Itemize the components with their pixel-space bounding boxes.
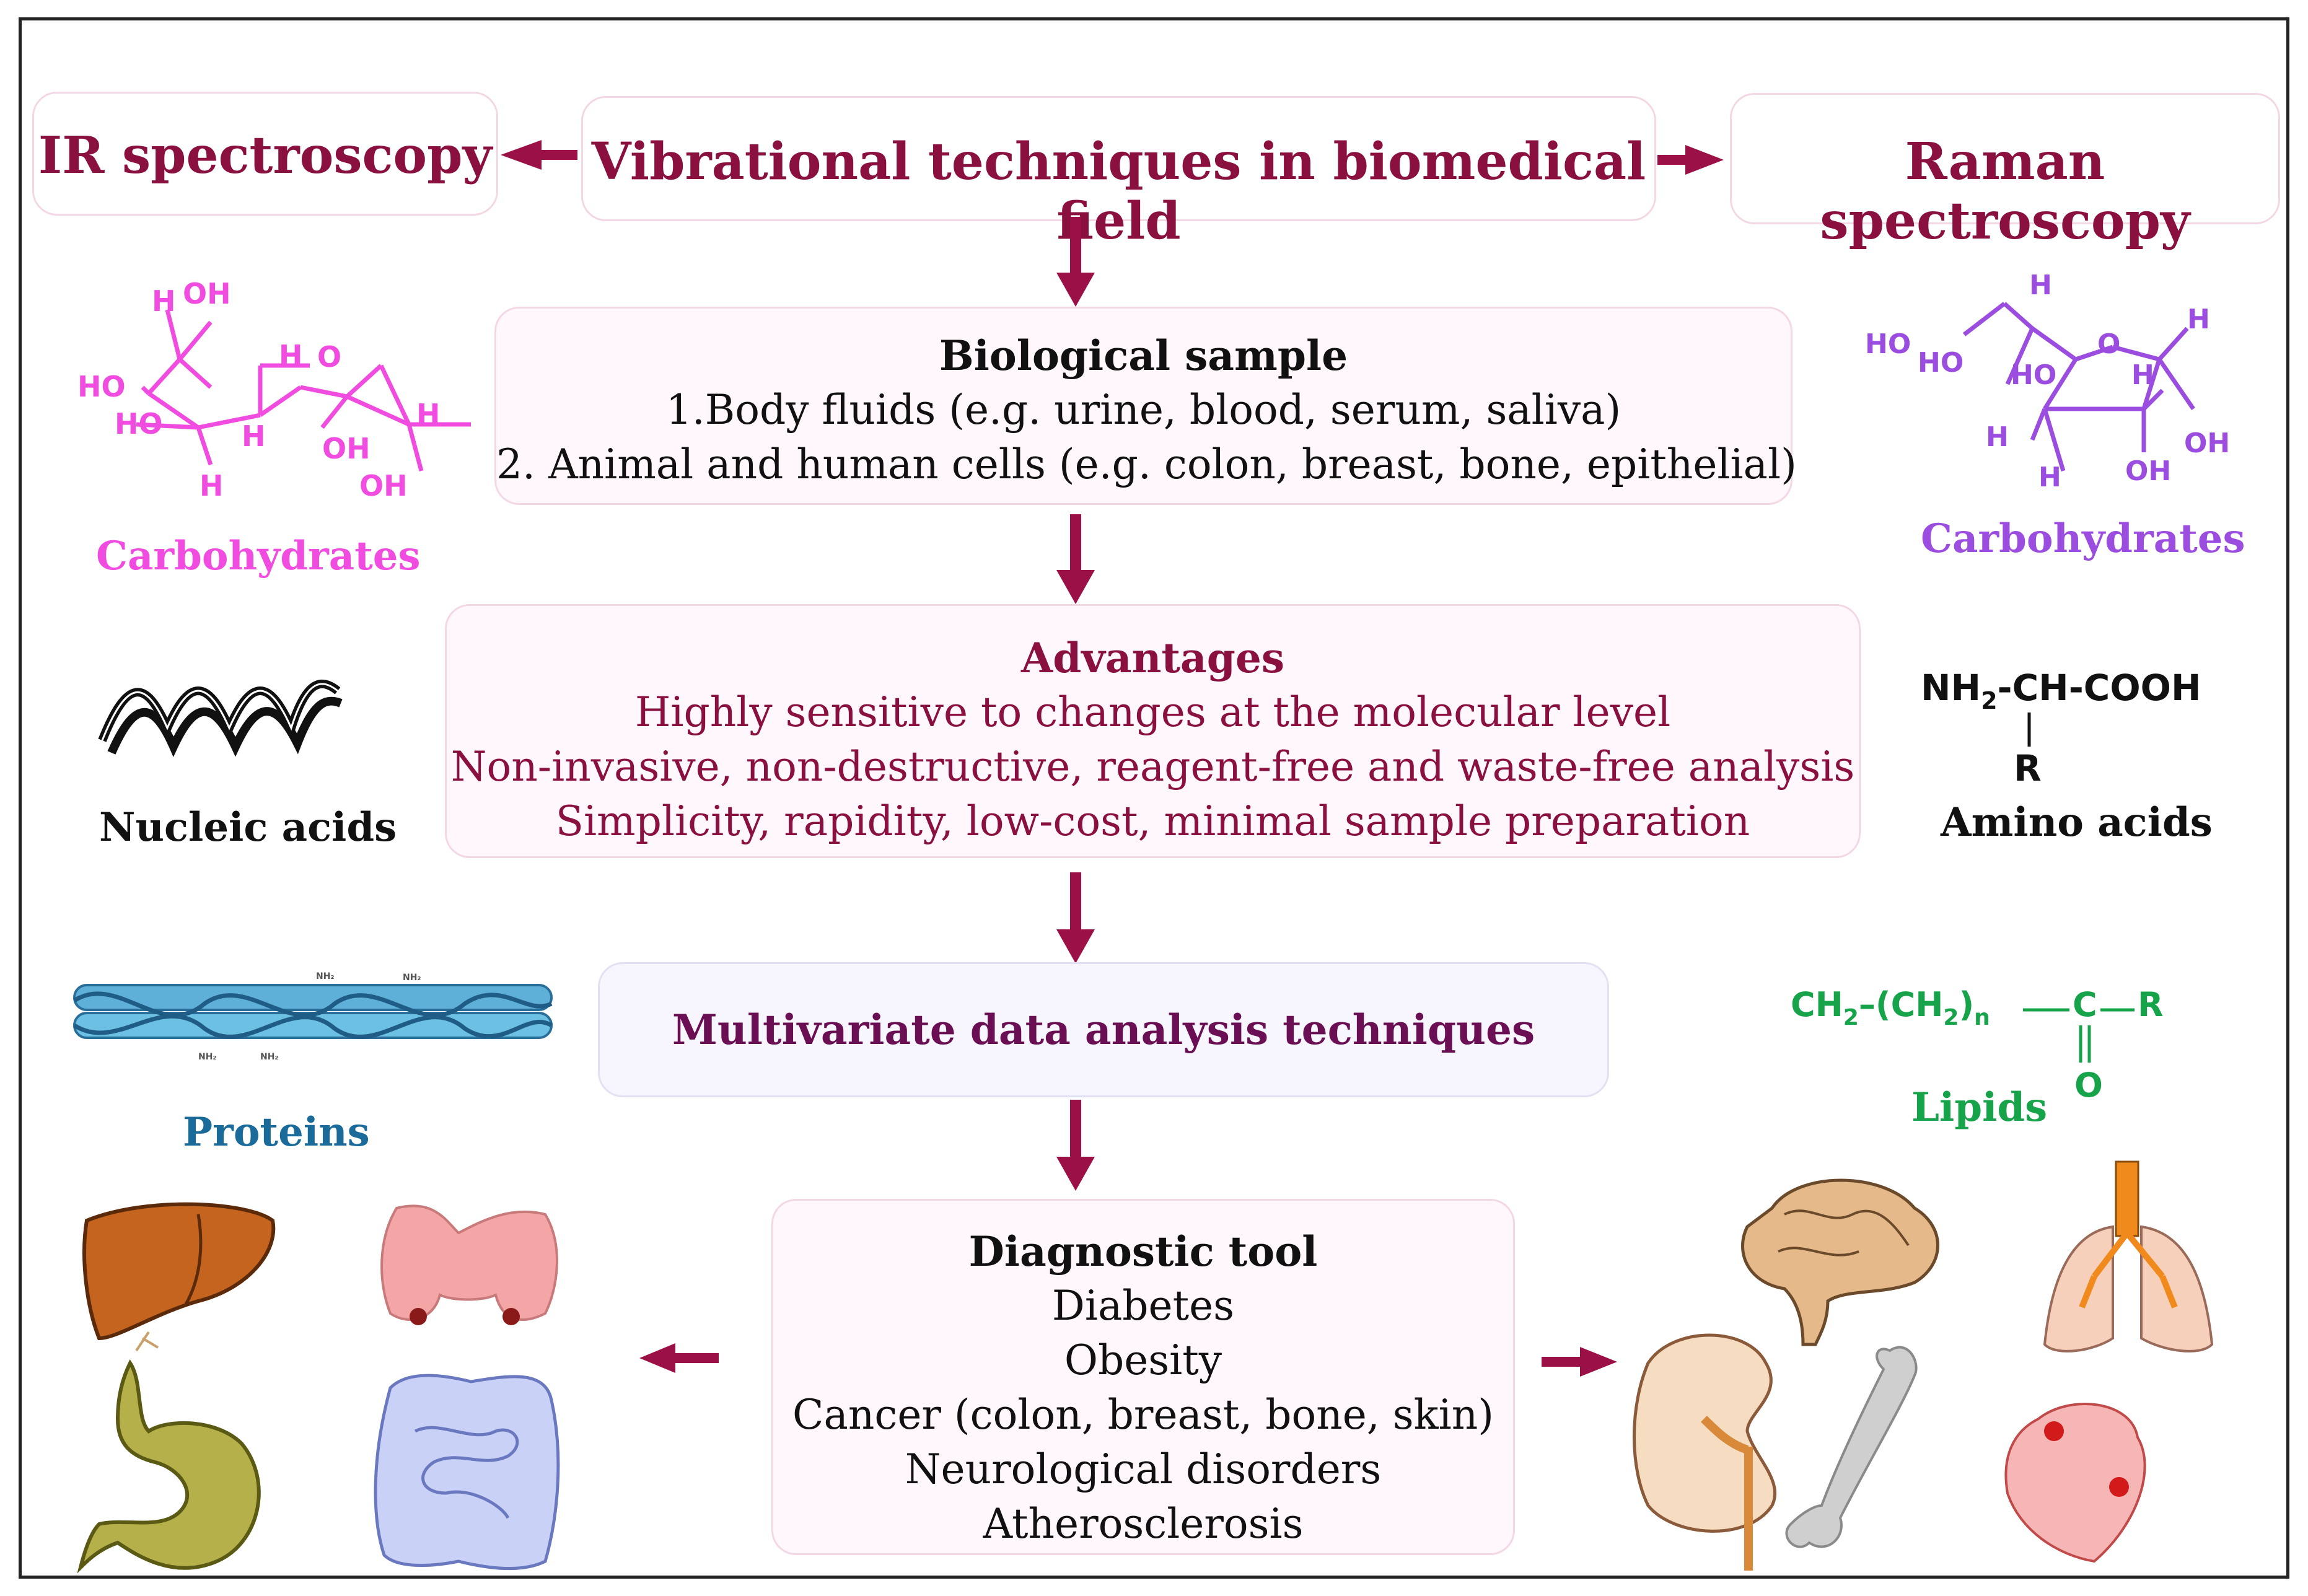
carb-right-atom: HO (2011, 359, 2056, 391)
right-organs-group (1633, 1160, 2214, 1571)
carb-right-atom: H (2038, 462, 2061, 493)
lipid-sub2: 2 (1943, 1005, 1959, 1030)
lipid-o: O (2074, 1066, 2103, 1105)
advantages-box: Advantages Highly sensitive to changes a… (445, 604, 1861, 858)
diagnostic-tool-title: Diagnostic tool (968, 1227, 1318, 1276)
biological-sample-box: Biological sample 1.Body fluids (e.g. ur… (494, 307, 1797, 505)
carb-right-atom: O (2097, 328, 2120, 360)
carb-left-atom: H (416, 398, 441, 431)
diagnostic-item: Obesity (1064, 1336, 1222, 1384)
carb-left-atom: H (152, 284, 176, 318)
heart-icon (2004, 1403, 2146, 1563)
lipid-ch: CH (1791, 985, 1843, 1024)
kidney-icon (1633, 1333, 1777, 1571)
diagnostic-tool-box: Diagnostic tool Diabetes Obesity Cancer … (771, 1199, 1515, 1555)
lipid-structure: CH2–(CH2)n C R O (1791, 985, 2164, 1105)
ir-spectroscopy-box: IR spectroscopy (32, 92, 498, 216)
amino-formula-rest: -CH-COOH (1998, 667, 2201, 709)
carb-right-atom: OH (2125, 455, 2171, 487)
protein-fiber-icon: NH₂ NH₂ NH₂ NH₂ (73, 971, 553, 1062)
amino-formula-nh: NH (1921, 667, 1981, 709)
arrow-left-organs (639, 1343, 719, 1373)
arrow-left-ir (501, 140, 577, 170)
carb-right-atom: HO (1865, 328, 1911, 360)
carb-left-atom: HO (77, 370, 126, 403)
lipid-c: C (2073, 985, 2097, 1024)
multivariate-box: Multivariate data analysis techniques (598, 962, 1609, 1097)
carb-right-atom: H (2029, 270, 2052, 301)
ir-spectroscopy-label: IR spectroscopy (38, 126, 493, 185)
amino-acid-structure: NH2-CH-COOH R (1921, 667, 2201, 789)
lipid-sub1: 2 (1843, 1005, 1859, 1030)
svg-text:CH2–(CH2)n: CH2–(CH2)n (1791, 985, 1990, 1030)
raman-spectroscopy-box: Raman spectroscopy (1730, 93, 2280, 251)
carbohydrate-right-structure: H HO HO O H HO H H H OH OH (1865, 270, 2230, 493)
diagnostic-item: Neurological disorders (905, 1445, 1382, 1493)
arrow-right-organs (1542, 1347, 1617, 1377)
amino-formula-r: R (2014, 747, 2042, 789)
advantages-line-3: Simplicity, rapidity, low-cost, minimal … (555, 797, 1750, 845)
carb-right-atom: H (2187, 304, 2210, 335)
biological-sample-line-2: 2. Animal and human cells (e.g. colon, b… (496, 441, 1797, 488)
carb-left-atom: H (242, 419, 266, 453)
carbohydrate-left-structure: H OH H O HO HO H OH H H OH (77, 277, 471, 502)
carb-left-atom: OH (322, 432, 371, 465)
biological-sample-line-1: 1.Body fluids (e.g. urine, blood, serum,… (665, 386, 1621, 434)
carb-right-atom: H (1986, 421, 2009, 453)
lipid-n: n (1974, 1005, 1990, 1030)
arrow-right-raman (1657, 145, 1724, 175)
carb-left-atom: OH (183, 277, 231, 310)
amino-acids-label: Amino acids (1941, 799, 2213, 846)
protein-nh-label: NH₂ (198, 1052, 217, 1062)
biological-sample-title: Biological sample (939, 331, 1348, 380)
carb-left-atom: OH (359, 469, 408, 502)
carbohydrates-right-label: Carbohydrates (1921, 515, 2245, 562)
carb-left-atom: H (279, 339, 303, 372)
amino-formula-sub: 2 (1981, 687, 1997, 714)
lipid-r: R (2138, 985, 2164, 1024)
stomach-icon (77, 1359, 261, 1574)
protein-nh-label: NH₂ (403, 973, 421, 983)
proteins-label: Proteins (183, 1109, 370, 1155)
raman-spectroscopy-label: Raman spectroscopy (1820, 132, 2190, 251)
svg-text:NH2-CH-COOH: NH2-CH-COOH (1921, 667, 2201, 714)
dna-helix-icon (98, 679, 343, 757)
carbohydrates-left-label: Carbohydrates (96, 533, 421, 579)
protein-nh-label: NH₂ (316, 971, 335, 981)
carb-left-atom: H (200, 469, 224, 502)
lungs-icon (2043, 1160, 2214, 1353)
intestine-icon (374, 1374, 560, 1570)
figure-frame (19, 17, 2289, 1579)
carb-left-atom: HO (115, 407, 163, 441)
carb-right-atom: OH (2184, 428, 2230, 459)
vibrational-techniques-box: Vibrational techniques in biomedical fie… (581, 96, 1656, 251)
lipid-close: ) (1959, 985, 1974, 1024)
arrow-down-4 (1056, 1100, 1095, 1191)
advantages-title: Advantages (1020, 634, 1284, 682)
arrow-down-2 (1056, 514, 1095, 604)
diagnostic-item: Atherosclerosis (983, 1500, 1304, 1548)
bone-icon (1785, 1346, 1918, 1548)
advantages-line-1: Highly sensitive to changes at the molec… (634, 688, 1671, 736)
nucleic-acids-label: Nucleic acids (99, 804, 397, 851)
multivariate-title: Multivariate data analysis techniques (672, 1006, 1535, 1054)
left-organs-group (77, 1202, 560, 1574)
protein-nh-label: NH₂ (260, 1052, 279, 1062)
lipids-label: Lipids (1911, 1084, 2048, 1131)
carb-right-atom: H (2131, 359, 2154, 391)
brain-icon (1741, 1178, 1939, 1346)
diagnostic-item: Cancer (colon, breast, bone, skin) (792, 1391, 1494, 1439)
liver-icon (82, 1202, 276, 1352)
advantages-line-2: Non-invasive, non-destructive, reagent-f… (450, 743, 1855, 791)
lipid-mid: –(CH (1859, 985, 1944, 1024)
arrow-down-1 (1056, 217, 1095, 307)
carb-right-atom: HO (1918, 347, 1964, 379)
carb-left-atom: O (317, 340, 341, 374)
arrow-down-3 (1056, 872, 1095, 963)
thyroid-icon (380, 1204, 558, 1325)
diagnostic-item: Diabetes (1051, 1282, 1235, 1330)
